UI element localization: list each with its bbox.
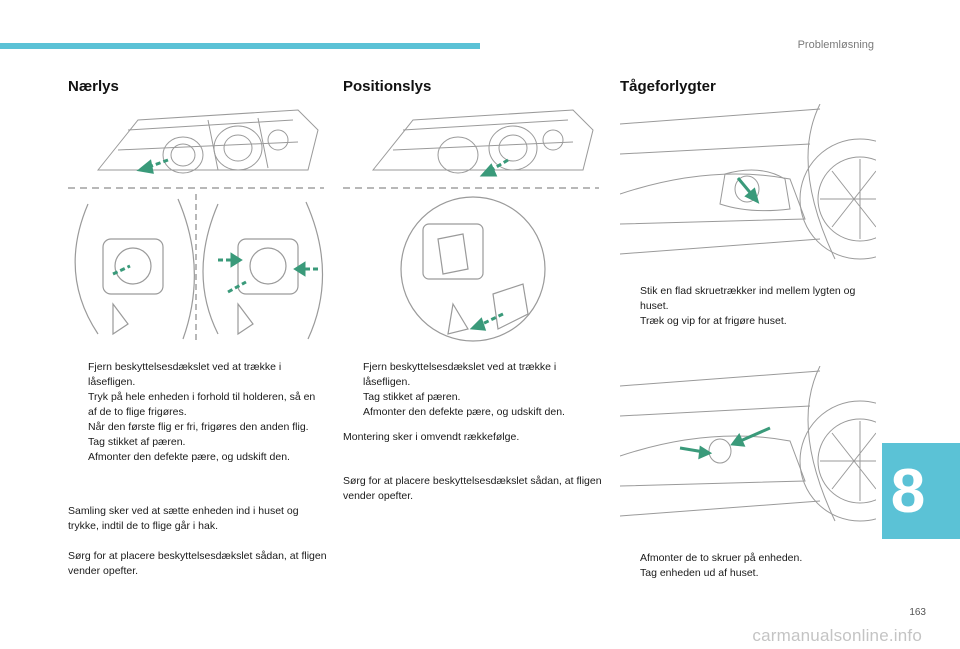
list-item: Fjern beskyttelsesdækslet ved at trække … [88,361,282,388]
list-item: Når den første flig er fri, frigøres den… [88,421,309,433]
chapter-number: 8 [890,456,926,526]
list-item: Fjern beskyttelsesdækslet ved at trække … [363,361,557,388]
steps-list-taageforlygter-b: Afmonter de to skruer på enheden. Tag en… [620,551,876,581]
note-assembly-naerlys: Samling sker ved at sætte enheden ind i … [68,505,299,532]
section-title-naerlys: Nærlys [68,78,119,95]
page-number: 163 [909,607,926,618]
foglamp-illustration-top [620,104,876,260]
list-item: Tag stikket af pæren. [363,391,461,403]
chapter-tab: 8 [882,443,960,539]
section-title-taageforlygter: Tågeforlygter [620,78,716,95]
list-item: Tag stikket af pæren. [88,436,186,448]
watermark: carmanualsonline.info [752,626,922,645]
header-accent-bar [0,43,480,49]
list-item: Afmonter den defekte pære, og udskift de… [363,406,565,418]
steps-list-naerlys: Fjern beskyttelsesdækslet ved at trække … [68,360,326,465]
section-divider [343,187,599,189]
list-item: Træk og vip for at frigøre huset. [640,315,787,327]
sidelight-detail-illustration [400,196,546,342]
note-assembly-positionslys: Montering sker i omvendt rækkefølge. [343,431,520,443]
note-cover-naerlys: Sørg for at placere beskyttelsesdækslet … [68,550,327,577]
steps-list-taageforlygter-a: Stik en flad skruetrækker ind mellem lyg… [620,284,876,329]
headlamp-illustration-positionslys [371,109,594,177]
headlamp-illustration-naerlys [96,109,319,174]
list-item: Afmonter den defekte pære, og udskift de… [88,451,290,463]
list-item: Stik en flad skruetrækker ind mellem lyg… [640,285,856,312]
list-item: Tag enheden ud af huset. [640,567,759,579]
foglamp-illustration-bottom [620,366,876,522]
list-item: Afmonter de to skruer på enheden. [640,552,803,564]
list-item: Tryk på hele enheden i forhold til holde… [88,391,316,418]
steps-list-positionslys: Fjern beskyttelsesdækslet ved at trække … [343,360,601,420]
chapter-title: Problemløsning [797,39,874,51]
section-divider [68,187,324,189]
section-title-positionslys: Positionslys [343,78,432,95]
note-cover-positionslys: Sørg for at placere beskyttelsesdækslet … [343,475,602,502]
headlamp-detail-illustration-naerlys [74,194,324,344]
